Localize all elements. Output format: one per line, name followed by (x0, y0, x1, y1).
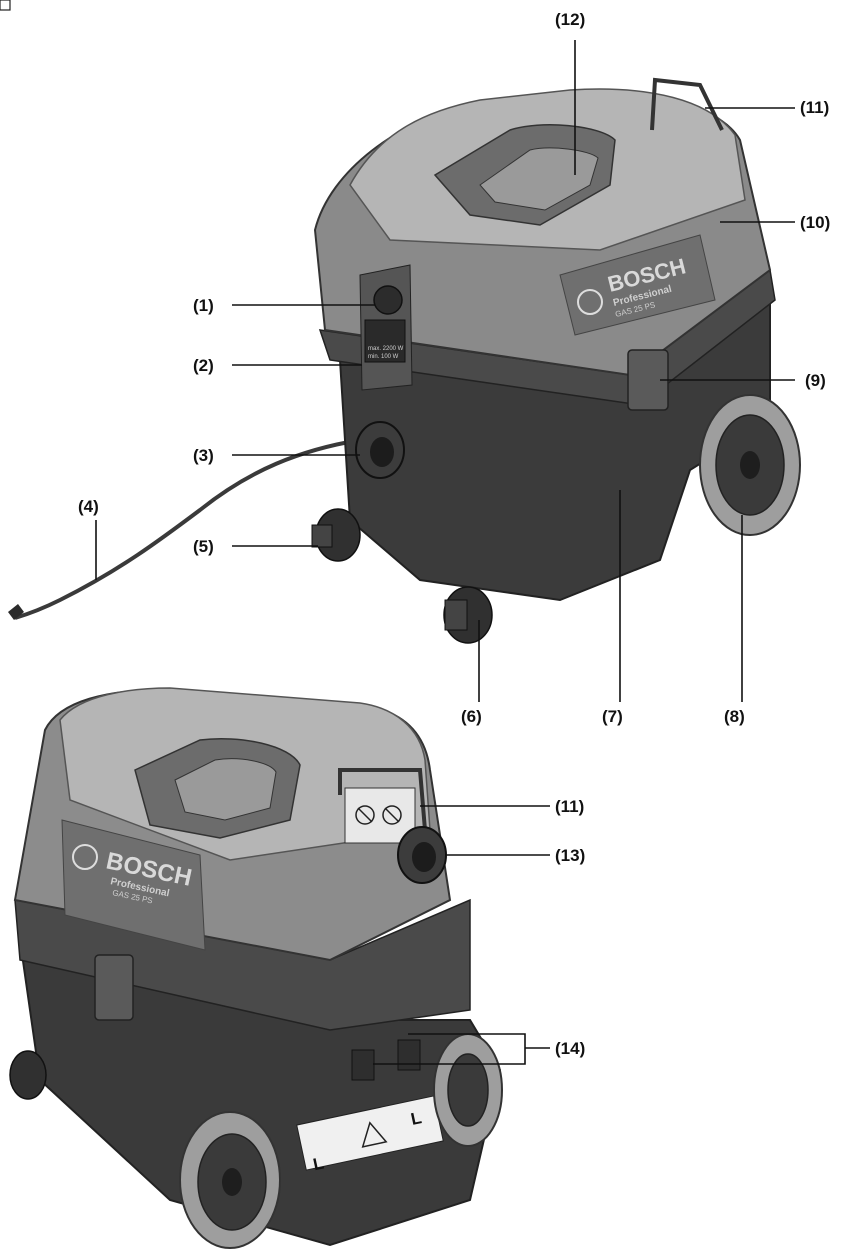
no-liquid-icon-slash (357, 807, 373, 823)
hose-holder-right (397, 1039, 421, 1071)
callout-7: (7) (602, 707, 623, 726)
corner-mark (0, 0, 11, 11)
vacuum-front-view: BOSCH Professional GAS 25 PS max. 2200 W… (8, 77, 801, 644)
rear-handle-bar-rear (338, 768, 427, 831)
no-fire-icon-slash (384, 807, 400, 823)
brand-panel-rear (61, 819, 206, 951)
callout-1: (1) (193, 296, 214, 315)
castor-left (311, 508, 361, 562)
power-cord (14, 438, 361, 620)
callout-2: (2) (193, 356, 214, 375)
vacuum-rear-view: BOSCH Professional GAS 25 PS L L (9, 687, 503, 1249)
callout-11: (11) (800, 98, 829, 117)
dust-class-label: L L (296, 1095, 444, 1175)
callout-4: (4) (78, 497, 99, 516)
warning-triangle-icon (361, 1121, 388, 1148)
callout-10: (10) (800, 213, 830, 232)
dust-class-letter-right: L (409, 1108, 423, 1129)
no-fire-icon (382, 805, 402, 825)
suction-knob (373, 285, 403, 315)
hose-holder-left (351, 1049, 375, 1081)
callout-8: (8) (724, 707, 745, 726)
callout-14: (14) (555, 1039, 585, 1058)
bosch-logo-icon-rear (72, 844, 98, 870)
handle-grip (479, 147, 599, 211)
switch-text-2: min. 100 W (368, 354, 399, 360)
cord-plug (8, 604, 24, 620)
rear-wheel-right (433, 1033, 503, 1147)
callout-5: (5) (193, 537, 214, 556)
rear-wheel-left (179, 1111, 281, 1249)
suction-port-inner (370, 437, 394, 467)
rear-wheel (699, 394, 801, 536)
callout-13: (13) (555, 846, 585, 865)
leader-lines-top (95, 40, 795, 702)
blowing-port-inner (412, 842, 436, 872)
callout-6: (6) (461, 707, 482, 726)
bosch-logo-icon (577, 289, 603, 315)
callout-12: (12) (555, 10, 585, 29)
switch-text-1: max. 2200 W (368, 346, 404, 352)
callout-9: (9) (805, 371, 826, 390)
callout-3: (3) (193, 446, 214, 465)
container-latch-rear (94, 954, 134, 1021)
no-liquid-icon (355, 805, 375, 825)
mode-switch (364, 319, 406, 363)
castor-rear (9, 1050, 47, 1100)
dust-class-letter-left: L (311, 1154, 325, 1175)
handle-grip-rear (174, 758, 277, 821)
leader-lines-bottom (373, 805, 550, 1065)
callout-11-rear: (11) (555, 797, 584, 816)
castor-front (443, 586, 493, 644)
